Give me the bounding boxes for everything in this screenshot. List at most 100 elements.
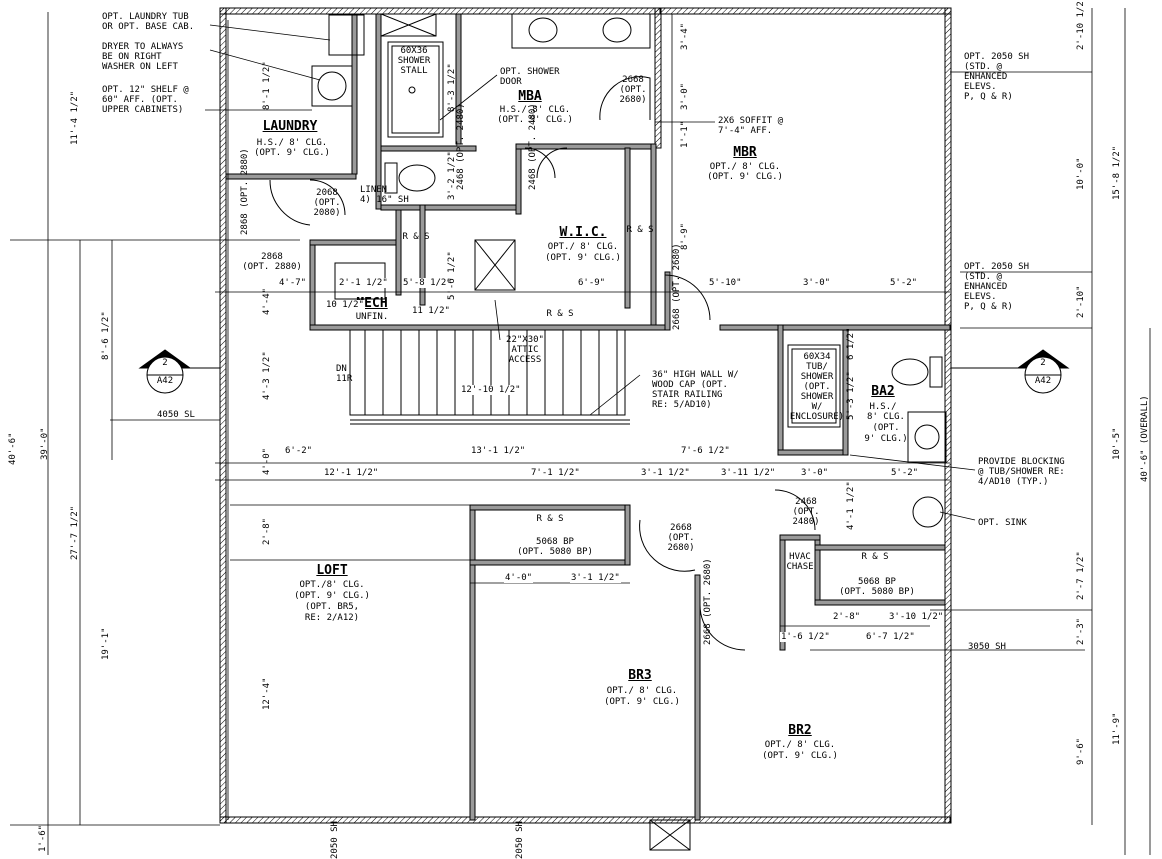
room-loft-ref: RE: 2/A12): [304, 613, 360, 623]
dim-h2: 13'-1 1/2": [470, 446, 527, 456]
room-mech-note: UNFIN.: [355, 312, 389, 322]
section-marker-west: [138, 349, 220, 394]
dim-h20: 4'-0": [504, 573, 534, 583]
room-br2-opt: (OPT. 9' CLG.): [762, 751, 838, 761]
room-br3-clg: OPT./ 8' CLG.: [606, 686, 678, 696]
stair: [349, 329, 630, 425]
dim-v-left1: 40'-6": [8, 432, 18, 465]
section-marker-west-num: 2: [162, 358, 168, 368]
room-br2-name: BR2: [788, 723, 812, 738]
dim-v-right2: 15'-8 1/2": [1112, 145, 1122, 200]
note-soffit: 2X6 SOFFIT @ 7'-4" AFF.: [718, 116, 784, 136]
dim-v-mid7: 1'-1": [680, 120, 690, 148]
note-leaders: [205, 24, 976, 521]
room-ba2-clg: H.S./: [869, 402, 897, 412]
dim-h19: 12'-10 1/2": [460, 385, 522, 395]
section-marker-east: [951, 349, 1070, 394]
note-laundry-tub: OPT. LAUNDRY TUB OR OPT. BASE CAB.: [102, 12, 195, 32]
dim-h10: 5'-10": [708, 278, 743, 288]
room-ba2-clg2: 8' CLG.: [867, 412, 905, 422]
note-rs-br2: R & S: [861, 552, 889, 562]
note-shower-door: OPT. SHOWER DOOR: [500, 67, 560, 87]
note-opt-sink: OPT. SINK: [978, 518, 1027, 528]
note-rs-mech: R & S: [402, 232, 430, 242]
note-hvac-chase: HVAC CHASE: [786, 552, 814, 572]
section-marker-east-num: 2: [1040, 358, 1046, 368]
room-mbr-opt: (OPT. 9' CLG.): [707, 172, 783, 182]
dim-v-ba3: 6 1/2": [846, 327, 856, 360]
door-tag-br2: 2668 (OPT. 2680): [703, 558, 713, 645]
dim-v-right10: 9'-6": [1076, 737, 1086, 765]
dim-h15: 6'-9": [577, 278, 607, 288]
dim-v-left4: 27'-7 1/2": [70, 505, 80, 560]
door-tag-linen: 2068 (OPT. 2080): [313, 188, 341, 218]
door-tag-laundry-vert: 2868 (OPT. 2880): [240, 148, 250, 235]
dim-v-ba2: 4'-1 1/2": [846, 481, 856, 530]
room-laundry-name: LAUNDRY: [262, 119, 318, 134]
dim-v-in4: 4'-0": [262, 447, 272, 475]
room-laundry-opt: (OPT. 9' CLG.): [254, 148, 330, 158]
dim-v-in6: 12'-4": [262, 677, 272, 710]
door-tag-laundry: 2868 (OPT. 2880): [242, 252, 302, 272]
interior-walls: [225, 13, 951, 821]
dim-h13: 4'-7": [278, 278, 308, 288]
note-window-3050: 3050 SH: [968, 642, 1006, 652]
fixtures: [311, 13, 947, 851]
note-rs-br3: R & S: [536, 514, 564, 524]
door-tag-mba: 2668 (OPT. 2680): [619, 75, 647, 105]
dim-v-right6: 10'-5": [1112, 427, 1122, 460]
dim-v-right1: 2'-10 1/2": [1076, 0, 1086, 50]
dim-h3: 7'-6 1/2": [680, 446, 731, 456]
room-mbr-name: MBR: [733, 145, 757, 160]
room-mba-name: MBA: [518, 89, 542, 104]
note-rs-wic: R & S: [626, 225, 654, 235]
dim-v-left3: 11'-4 1/2": [70, 90, 80, 145]
dim-v-mid4: 8'-9": [680, 222, 690, 250]
note-shelf: OPT. 12" SHELF @ 60" AFF. (OPT. UPPER CA…: [102, 85, 189, 115]
dim-h17: 2'-1 1/2": [338, 278, 389, 288]
room-ba2-opt2: 9' CLG.): [864, 434, 908, 444]
dim-v-right4: 2'-10": [1076, 285, 1086, 318]
room-br3-opt: (OPT. 9' CLG.): [604, 697, 680, 707]
door-swings: [269, 76, 816, 651]
note-blocking: PROVIDE BLOCKING @ TUB/SHOWER RE: 4/AD10…: [978, 457, 1065, 487]
dim-v-left6: 19'-1": [101, 627, 111, 660]
room-br2-clg: OPT./ 8' CLG.: [764, 740, 836, 750]
room-mbr-clg: OPT./ 8' CLG.: [709, 162, 781, 172]
note-wall-cap: 36" HIGH WALL W/ WOOD CAP (OPT. STAIR RA…: [652, 370, 739, 410]
section-marker-west-sheet: A42: [156, 376, 174, 386]
dim-v-mid2: 3'-2 1/2": [447, 151, 457, 200]
note-attic-access: 22"X30" ATTIC ACCESS: [506, 335, 544, 365]
note-tub-shower: 60X34 TUB/ SHOWER (OPT. SHOWER W/ ENCLOS…: [789, 352, 845, 422]
room-loft-opt2: (OPT. BR5,: [304, 602, 360, 612]
room-loft-name: LOFT: [316, 563, 348, 578]
dim-h4: 12'-1 1/2": [323, 468, 380, 478]
dim-h9: 5'-2": [890, 468, 920, 478]
dim-v-right7: 2'-7 1/2": [1076, 551, 1086, 600]
note-window-2050-mid: OPT. 2050 SH (STD. @ ENHANCED ELEVS. P, …: [964, 262, 1030, 312]
dim-h12: 5'-2": [889, 278, 919, 288]
dim-v-mid5: 3'-4": [680, 22, 690, 50]
note-window-bottom-2: 2050 SH: [515, 821, 525, 859]
door-tag-br3: 2668 (OPT. 2680): [667, 523, 695, 553]
note-dryer: DRYER TO ALWAYS BE ON RIGHT WASHER ON LE…: [102, 42, 184, 72]
door-tag-wic: 2468 (OPT. 2480): [528, 103, 538, 190]
dim-v-in5: 2'-8": [262, 517, 272, 545]
dimension-lines: [10, 8, 1151, 855]
dim-v-left2: 39'-0": [40, 427, 50, 460]
dim-v-left7: 1'-6": [38, 824, 48, 852]
note-stair-down: DN 11R: [336, 364, 353, 384]
room-br3-name: BR3: [628, 668, 652, 683]
note-rs-stair: R & S: [546, 309, 574, 319]
note-shower-stall: 60X36 SHOWER STALL: [397, 46, 431, 76]
dim-h6: 3'-1 1/2": [640, 468, 691, 478]
room-ba2-name: BA2: [871, 384, 895, 399]
room-wic-clg: OPT./ 8' CLG.: [547, 242, 619, 252]
note-window-2050-top: OPT. 2050 SH (STD. @ ENHANCED ELEVS. P, …: [964, 52, 1030, 102]
room-wic-name: W.I.C.: [559, 225, 607, 240]
dim-h8: 3'-0": [800, 468, 830, 478]
dim-h24: 1'-6 1/2": [780, 632, 831, 642]
door-tag-mbr: 2668 (OPT. 2680): [672, 243, 682, 330]
dim-h25: 6'-7 1/2": [865, 632, 916, 642]
